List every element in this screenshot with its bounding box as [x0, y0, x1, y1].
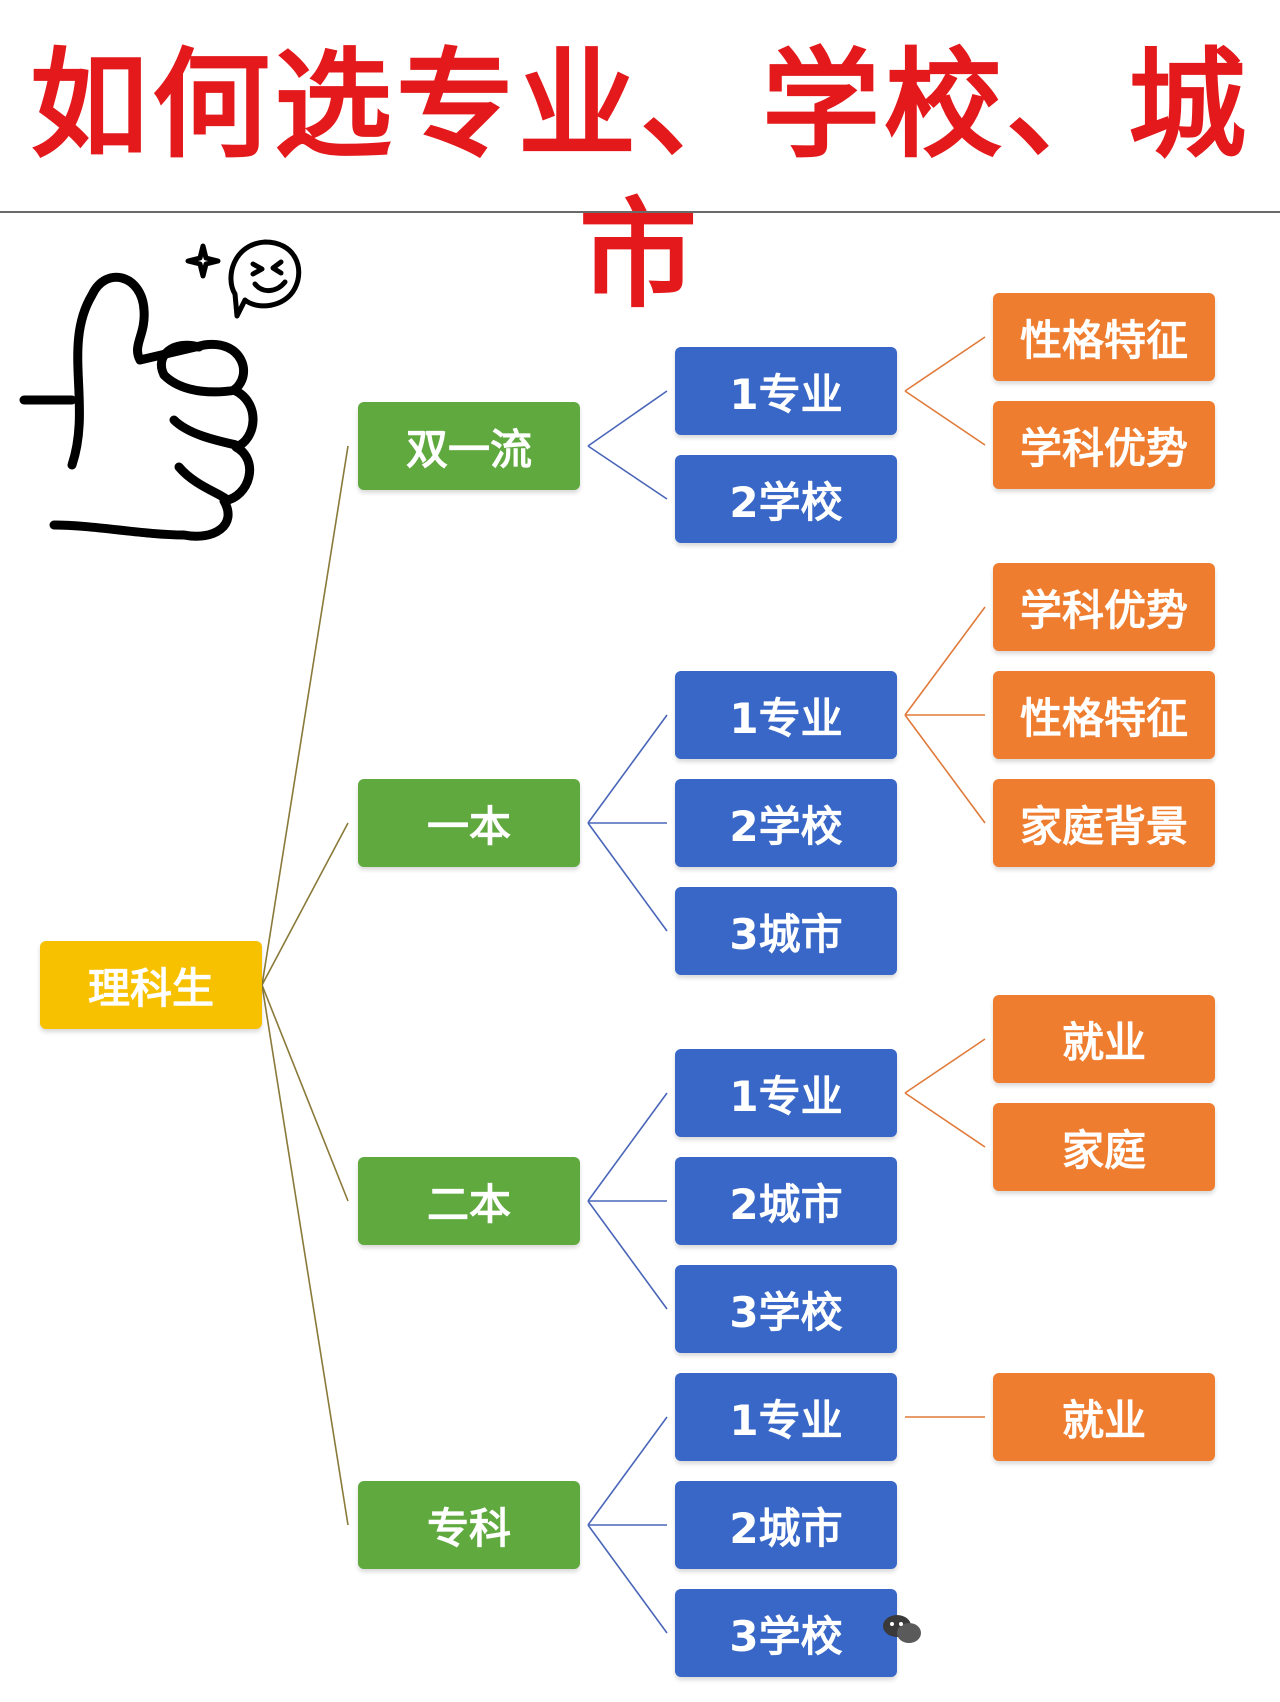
factor-node: 3学校 [675, 1265, 897, 1353]
link-item-to-detail [904, 606, 986, 716]
factor-node: 2城市 [675, 1481, 897, 1569]
detail-node: 性格特征 [993, 671, 1215, 759]
page-title: 如何选专业、学校、城市 [29, 36, 1250, 324]
factor-node: 3学校 [675, 1589, 897, 1677]
factor-node: 1专业 [675, 671, 897, 759]
link-item-to-detail [904, 1038, 986, 1094]
title-divider [0, 211, 1280, 213]
detail-node: 就业 [993, 1373, 1215, 1461]
link-category-to-item [587, 822, 668, 932]
link-item-to-detail [904, 714, 986, 824]
factor-node: 2学校 [675, 455, 897, 543]
factor-node: 2学校 [675, 779, 897, 867]
link-item-to-detail [904, 336, 986, 392]
detail-node: 就业 [993, 995, 1215, 1083]
link-category-to-item [587, 445, 668, 500]
link-root-to-二本 [261, 984, 349, 1202]
category-node: 二本 [358, 1157, 580, 1245]
link-category-to-item [587, 1092, 668, 1202]
factor-node: 3城市 [675, 887, 897, 975]
link-root-to-专科 [261, 984, 349, 1526]
category-node: 一本 [358, 779, 580, 867]
factor-node: 2城市 [675, 1157, 897, 1245]
detail-node: 学科优势 [993, 401, 1215, 489]
link-item-to-detail [904, 390, 986, 446]
link-category-to-item [587, 390, 668, 447]
sparkle-icon [185, 243, 221, 279]
factor-node: 1专业 [675, 1049, 897, 1137]
factor-node: 1专业 [675, 347, 897, 435]
root-node: 理科生 [40, 941, 262, 1029]
link-root-to-一本 [261, 822, 349, 986]
link-category-to-item [587, 1416, 668, 1526]
wechat-logo-icon [883, 1615, 921, 1643]
category-node: 专科 [358, 1481, 580, 1569]
detail-node: 家庭背景 [993, 779, 1215, 867]
thumbs-up-icon [19, 272, 258, 541]
link-item-to-detail [904, 1092, 986, 1148]
factor-node: 1专业 [675, 1373, 897, 1461]
link-root-to-双一流 [261, 445, 349, 986]
smiley-face-icon [185, 239, 302, 319]
link-category-to-item [587, 1524, 668, 1634]
link-category-to-item [587, 714, 668, 824]
link-category-to-item [587, 1200, 668, 1310]
category-node: 双一流 [358, 402, 580, 490]
detail-node: 学科优势 [993, 563, 1215, 651]
detail-node: 家庭 [993, 1103, 1215, 1191]
detail-node: 性格特征 [993, 293, 1215, 381]
